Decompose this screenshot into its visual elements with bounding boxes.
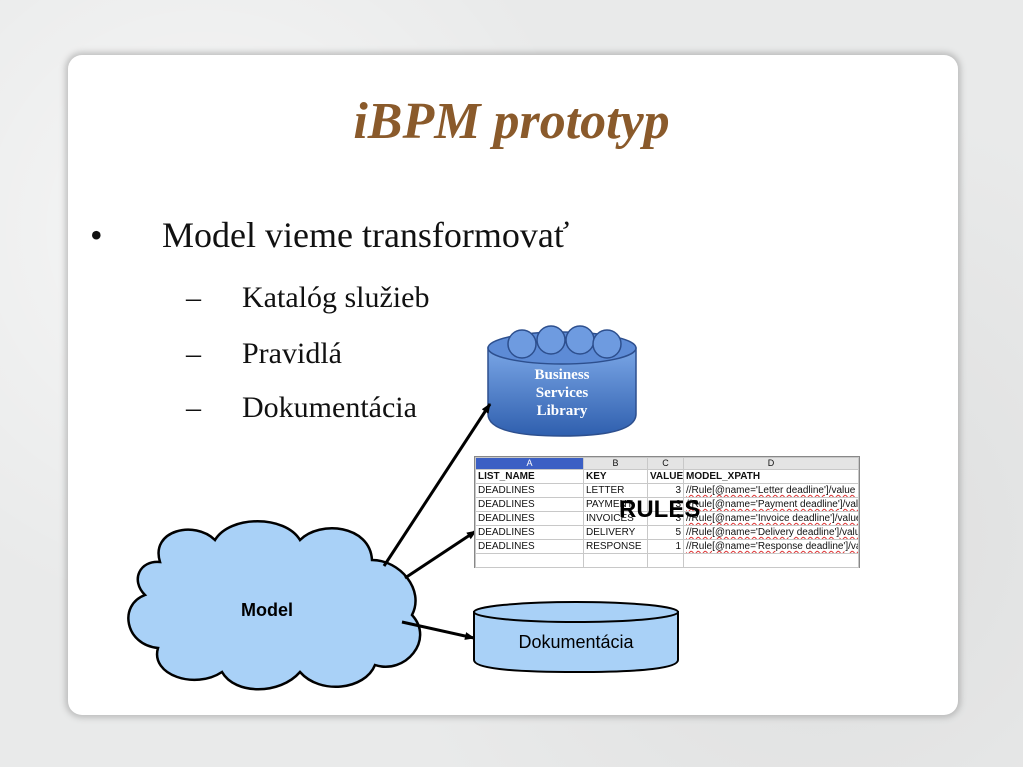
cell: RESPONSE bbox=[583, 539, 648, 554]
library-label-line: Library bbox=[536, 403, 588, 419]
cell bbox=[475, 553, 584, 568]
library-database-icon bbox=[487, 325, 637, 437]
documentation-label: Dokumentácia bbox=[518, 632, 634, 652]
cell: DEADLINES bbox=[475, 539, 584, 554]
header-row: LIST_NAME KEY VALUE MODEL_XPATH bbox=[475, 469, 859, 484]
rules-spreadsheet: A B C D LIST_NAME KEY VALUE MODEL_XPATH … bbox=[474, 456, 860, 568]
cell: DEADLINES bbox=[475, 497, 584, 512]
cell: //Rule[@name='Letter deadline']/value bbox=[683, 483, 859, 498]
column-letter: C bbox=[647, 457, 684, 470]
table-row: DEADLINES DELIVERY 5 //Rule[@name='Deliv… bbox=[475, 525, 859, 540]
cell bbox=[683, 553, 859, 568]
column-letter: A bbox=[475, 457, 584, 470]
table-row-empty bbox=[475, 553, 859, 568]
cell: DEADLINES bbox=[475, 483, 584, 498]
cell: 1 bbox=[647, 539, 684, 554]
table-row: DEADLINES LETTER 3 //Rule[@name='Letter … bbox=[475, 483, 859, 498]
cell: 5 bbox=[647, 525, 684, 540]
main-bullet-text: Model vieme transformovať bbox=[162, 215, 570, 255]
header-cell: LIST_NAME bbox=[475, 469, 584, 484]
header-cell: KEY bbox=[583, 469, 648, 484]
documentation-cylinder-icon bbox=[473, 601, 679, 674]
cell: DEADLINES bbox=[475, 525, 584, 540]
table-row: DEADLINES INVOICES 3 //Rule[@name='Invoi… bbox=[475, 511, 859, 526]
arrow-to-library bbox=[382, 403, 492, 567]
table-row: DEADLINES RESPONSE 1 //Rule[@name='Respo… bbox=[475, 539, 859, 554]
subitem-text: Dokumentácia bbox=[242, 391, 417, 424]
library-label: Business Services Library bbox=[486, 366, 638, 420]
cell bbox=[647, 553, 684, 568]
cell: //Rule[@name='Invoice deadline']/value bbox=[683, 511, 859, 526]
rules-label: RULES bbox=[619, 496, 701, 523]
subitem-dash: – bbox=[186, 281, 201, 314]
cell: //Rule[@name='Payment deadline']/value bbox=[683, 497, 859, 512]
cell: DEADLINES bbox=[475, 511, 584, 526]
arrow-to-rules bbox=[404, 529, 477, 580]
library-label-line: Services bbox=[535, 385, 589, 401]
cell: //Rule[@name='Delivery deadline']/value bbox=[683, 525, 859, 540]
cell: DELIVERY bbox=[583, 525, 648, 540]
arrow-to-documentation bbox=[401, 620, 475, 640]
bullet-marker: • bbox=[90, 215, 103, 255]
subitem-dash: – bbox=[186, 337, 201, 370]
column-letter: B bbox=[583, 457, 648, 470]
table-row: DEADLINES PAYMENT 3 //Rule[@name='Paymen… bbox=[475, 497, 859, 512]
subitem-text: Pravidlá bbox=[242, 337, 342, 370]
header-cell: MODEL_XPATH bbox=[683, 469, 859, 484]
slide-title: iBPM prototyp bbox=[353, 93, 670, 150]
subitem-dash: – bbox=[186, 391, 201, 424]
subitem-text: Katalóg služieb bbox=[242, 281, 430, 314]
column-letter: D bbox=[683, 457, 859, 470]
model-cloud-shape bbox=[127, 520, 422, 691]
library-label-line: Business bbox=[534, 367, 590, 383]
cell: //Rule[@name='Response deadline']/value bbox=[683, 539, 859, 554]
model-label: Model bbox=[241, 600, 293, 620]
header-cell: VALUE bbox=[647, 469, 684, 484]
cell bbox=[583, 553, 648, 568]
